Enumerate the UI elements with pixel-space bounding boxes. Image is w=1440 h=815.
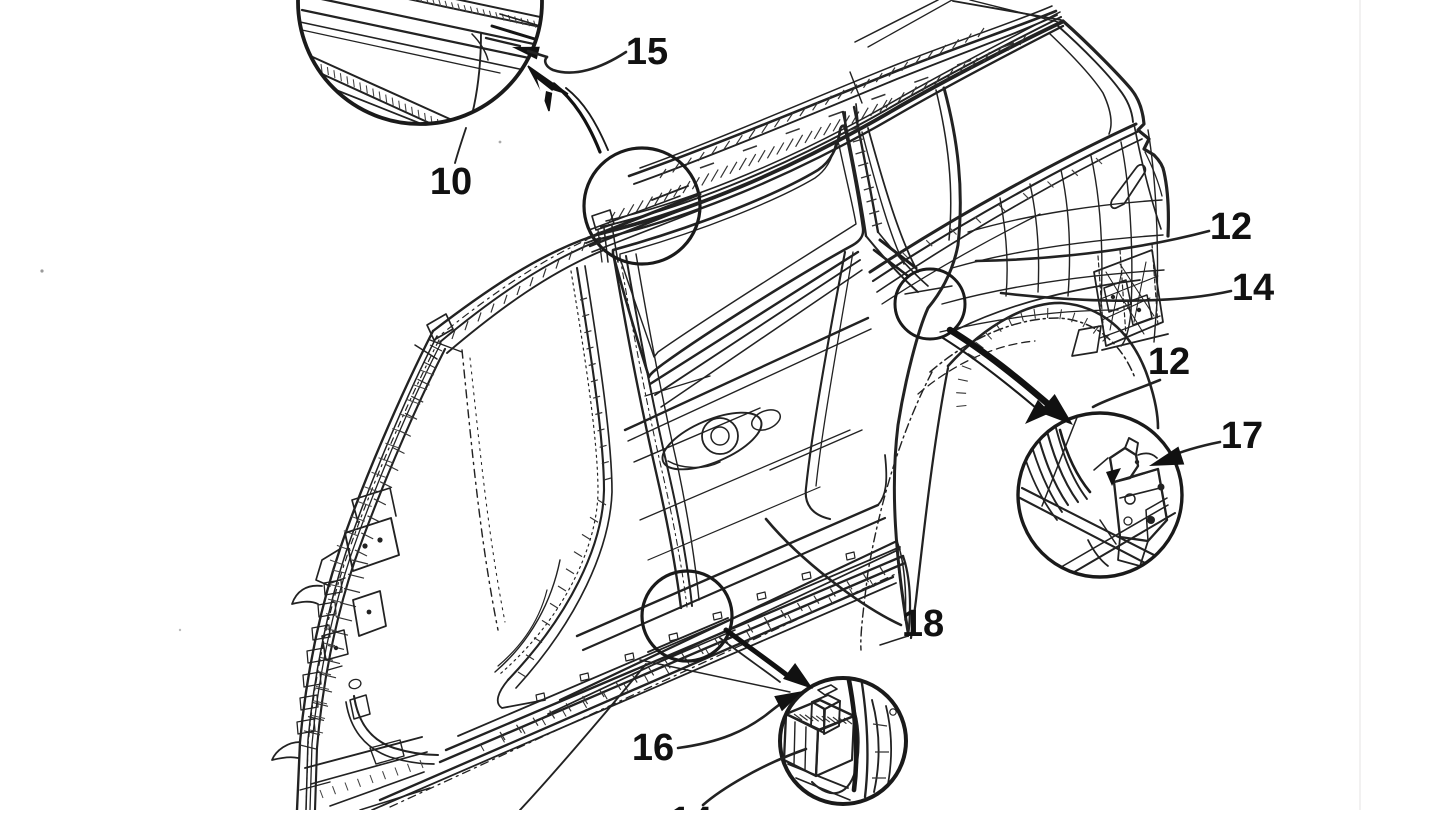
svg-text:14: 14 bbox=[1232, 267, 1274, 309]
svg-text:10: 10 bbox=[430, 161, 472, 203]
svg-text:16: 16 bbox=[632, 727, 674, 769]
svg-text:17: 17 bbox=[1221, 415, 1263, 457]
svg-text:15: 15 bbox=[626, 31, 668, 73]
svg-text:12: 12 bbox=[1148, 341, 1190, 383]
svg-text:12: 12 bbox=[1210, 206, 1252, 248]
svg-text:18: 18 bbox=[902, 603, 944, 645]
